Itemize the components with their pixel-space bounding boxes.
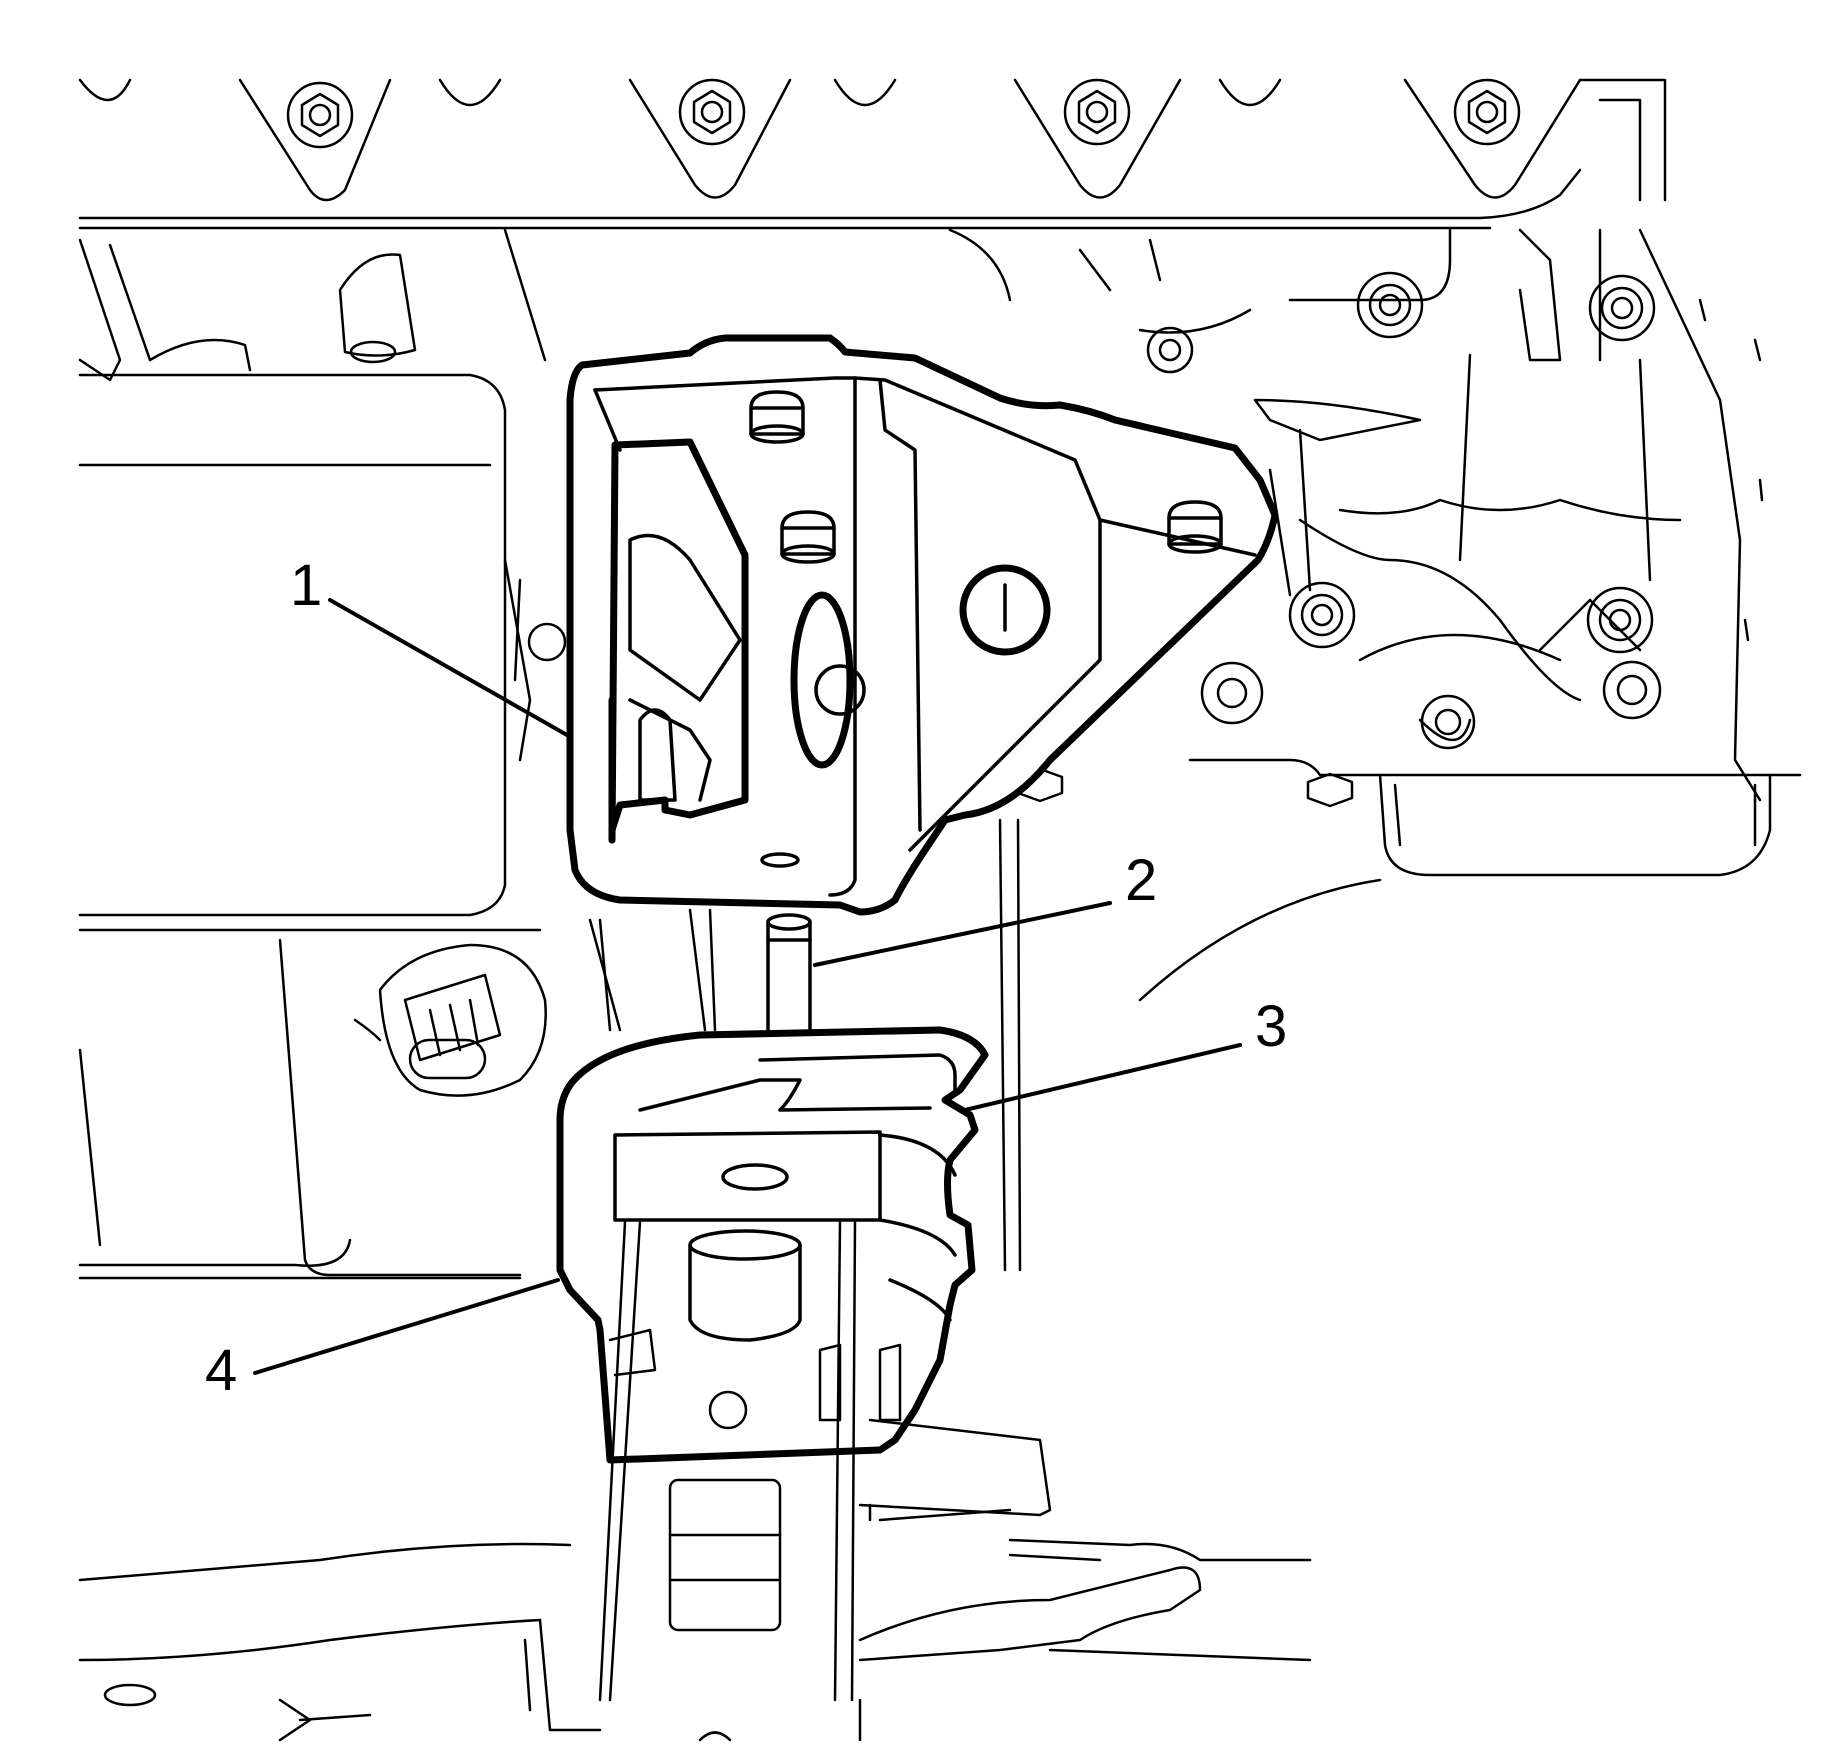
upper-mount-bracket [566,334,1279,916]
mount-stud [766,913,812,1047]
callout-1-label: 1 [290,553,322,618]
transmission-support-bracket [78,1220,1312,1742]
callout-1-leader [328,598,569,737]
engine-right-block [948,228,1802,1002]
engine-block-bolt-bosses [616,271,1662,808]
callout-3-leader [963,1043,1242,1112]
callout-3-label: 3 [1255,994,1287,1059]
callouts: 1 2 3 4 [205,553,1287,1403]
callout-4-label: 4 [205,1338,237,1403]
flange-bolts [286,78,1521,149]
callout-2-leader [813,901,1112,967]
sensor-connector [353,943,547,1097]
engine-block-top-flange [78,78,1667,230]
callout-4-leader [253,1278,560,1375]
engine-left-housing [78,228,547,1280]
engine-side-lines [503,558,1022,1272]
callout-2-label: 2 [1125,848,1157,913]
